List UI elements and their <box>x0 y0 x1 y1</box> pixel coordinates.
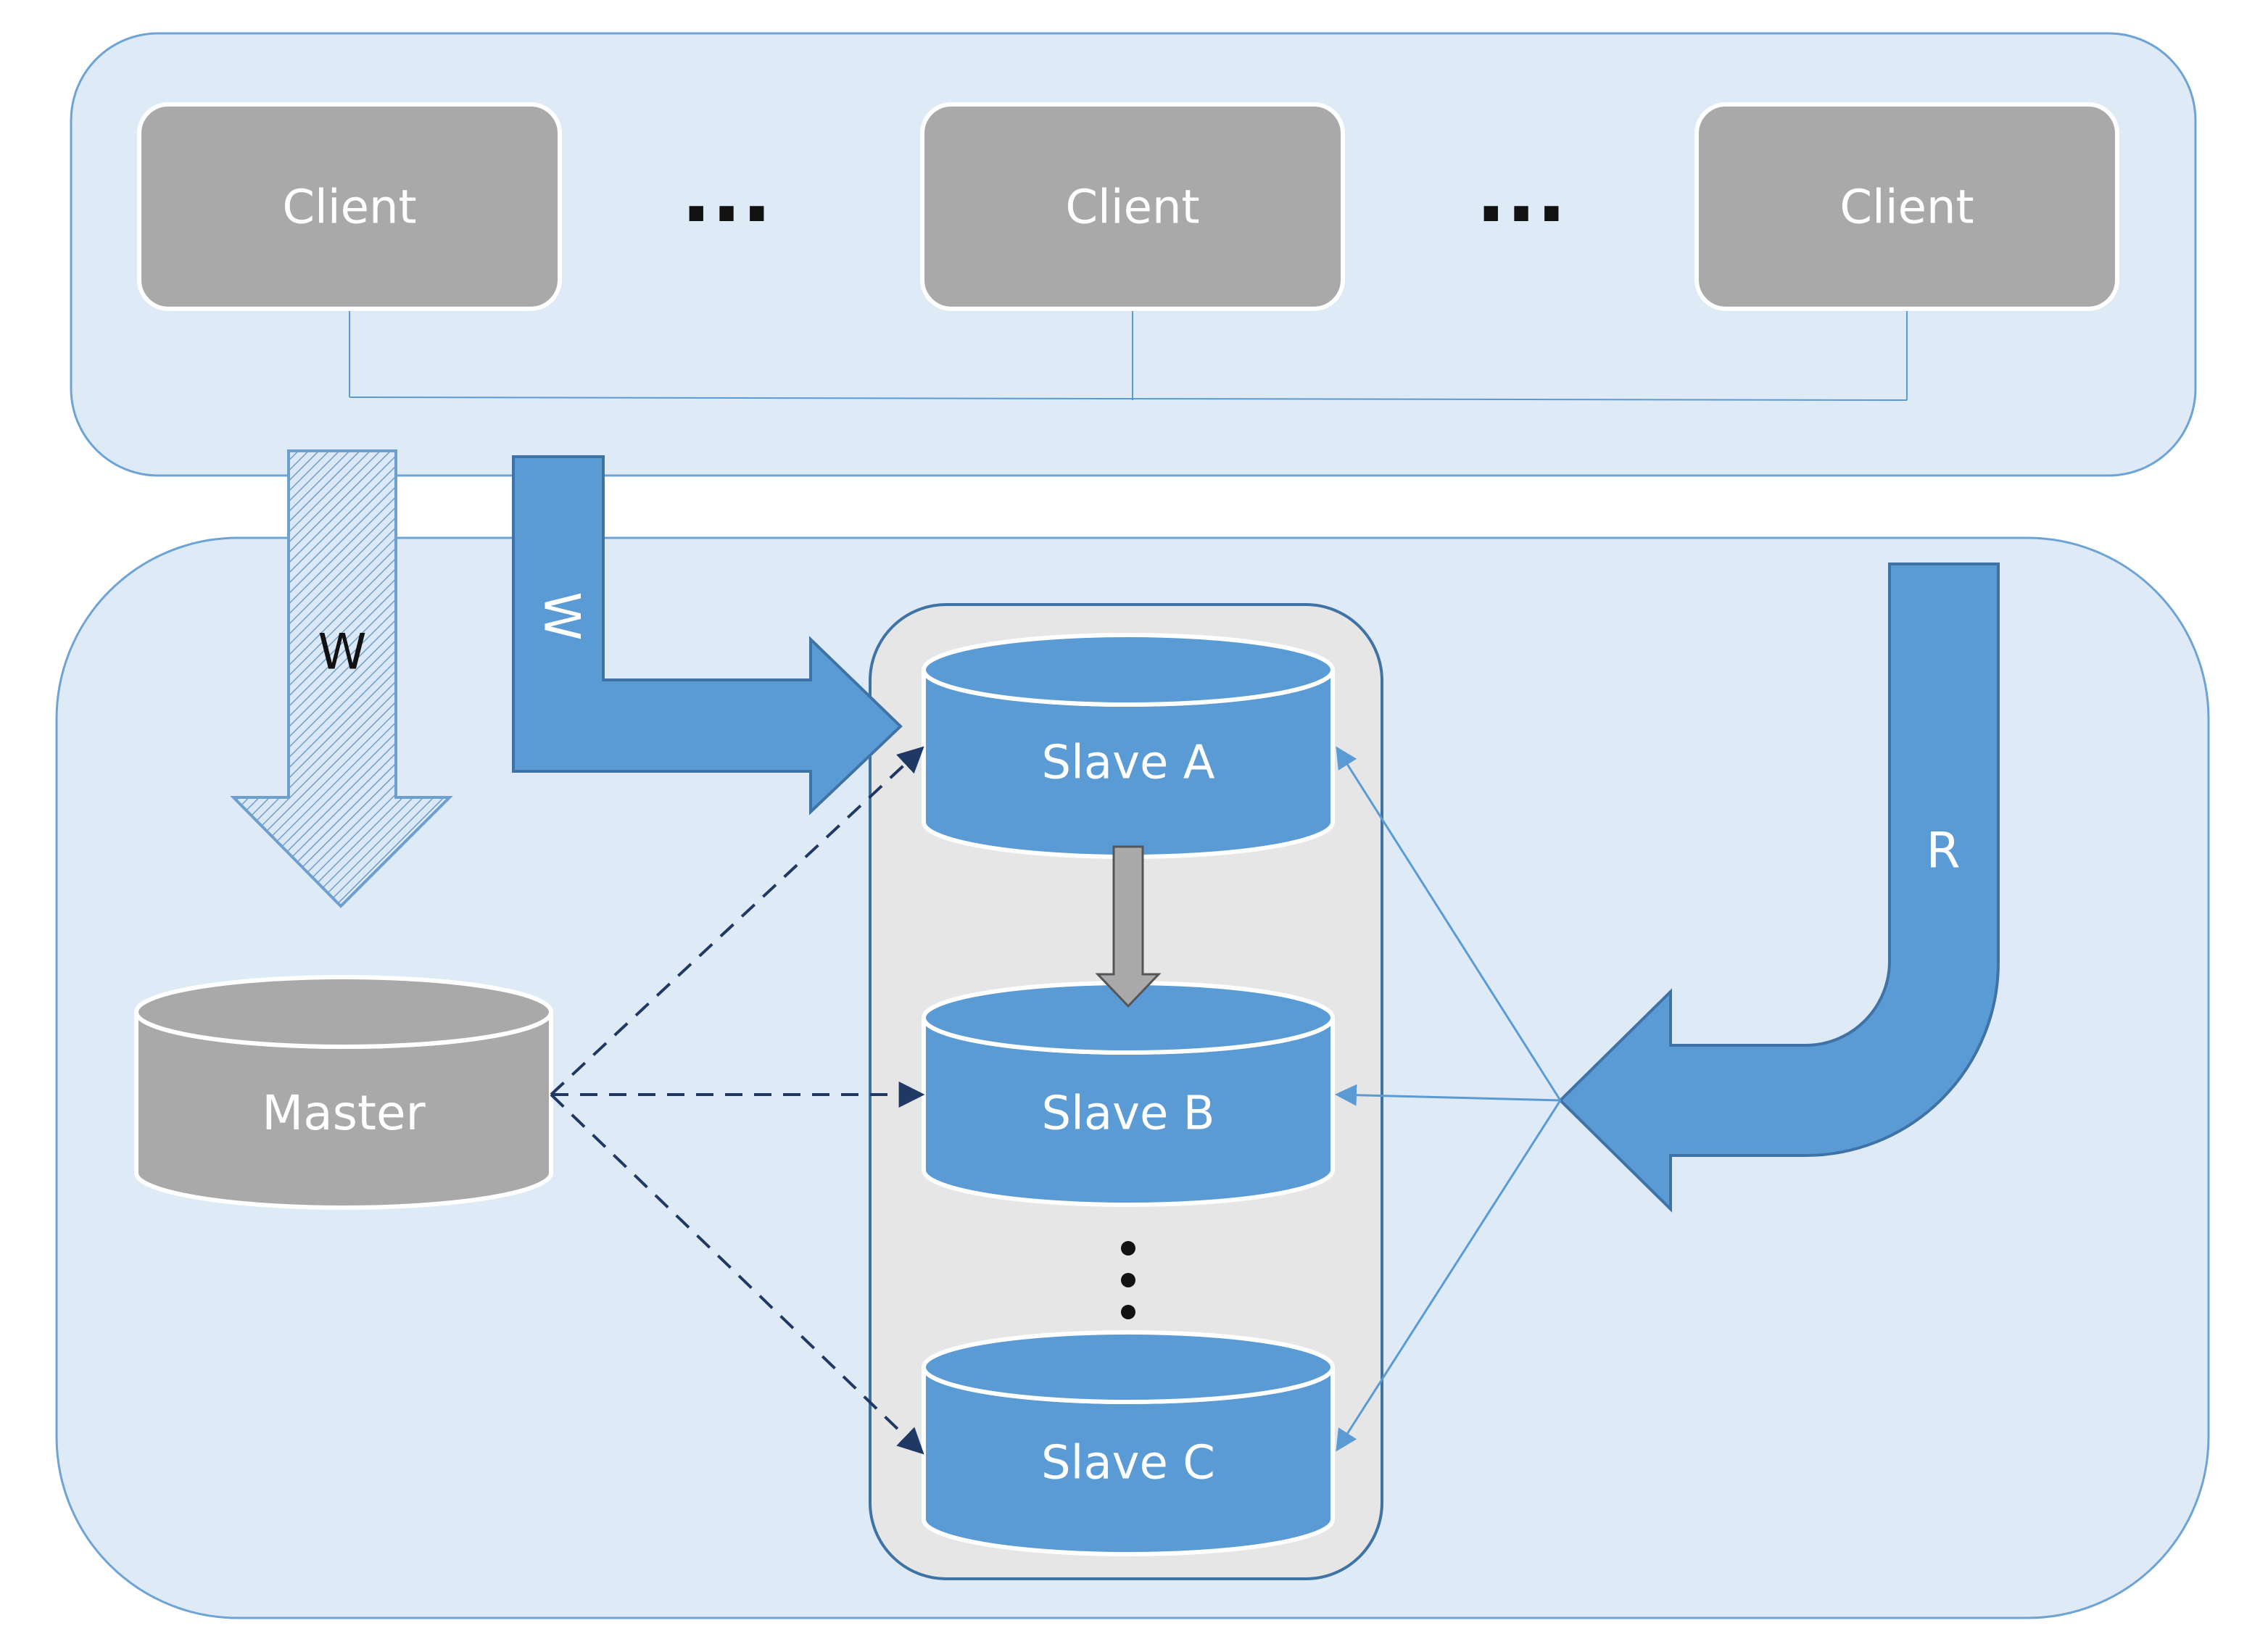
client-ellipsis-1: ... <box>681 147 771 240</box>
slave-c-database-cylinder: Slave C <box>922 1330 1335 1556</box>
read-arrow <box>1558 563 2000 1213</box>
client-box-3: Client <box>1694 102 2119 311</box>
slave-a-to-slave-b-arrow <box>1095 845 1162 1008</box>
slave-a-database-cylinder: Slave A <box>922 633 1335 859</box>
write-to-master-arrow <box>230 449 453 908</box>
slave-b-label: Slave B <box>1041 1087 1214 1141</box>
write-to-slave-label: W <box>532 592 589 640</box>
read-distribution-arrows <box>1335 746 1562 1452</box>
client-3-label: Client <box>1839 181 1974 235</box>
master-label: Master <box>262 1085 426 1141</box>
master-to-slave-a-dashed-arrow <box>550 746 924 1096</box>
read-label: R <box>1926 823 1960 880</box>
read-to-slave-c-arrow <box>1336 1100 1562 1452</box>
write-to-master-label: W <box>318 624 366 681</box>
read-to-slave-b-arrow <box>1335 1084 1561 1106</box>
client-2-label: Client <box>1065 181 1199 235</box>
write-to-slave-arrow <box>512 455 903 816</box>
master-database-cylinder: Master <box>134 975 553 1210</box>
slave-b-database-cylinder: Slave B <box>922 981 1335 1207</box>
client-connector-lines <box>349 309 1908 401</box>
client-bus-line <box>349 397 1908 401</box>
client-1-label: Client <box>282 181 416 235</box>
slave-ellipsis-icon <box>1121 1241 1135 1319</box>
slave-a-label: Slave A <box>1042 736 1215 790</box>
replication-arrows <box>550 746 925 1455</box>
client-box-2: Client <box>920 102 1345 311</box>
client-box-1: Client <box>137 102 562 311</box>
client-ellipsis-2: ... <box>1476 147 1566 240</box>
slave-c-label: Slave C <box>1041 1437 1215 1490</box>
read-to-slave-a-arrow <box>1336 746 1562 1101</box>
